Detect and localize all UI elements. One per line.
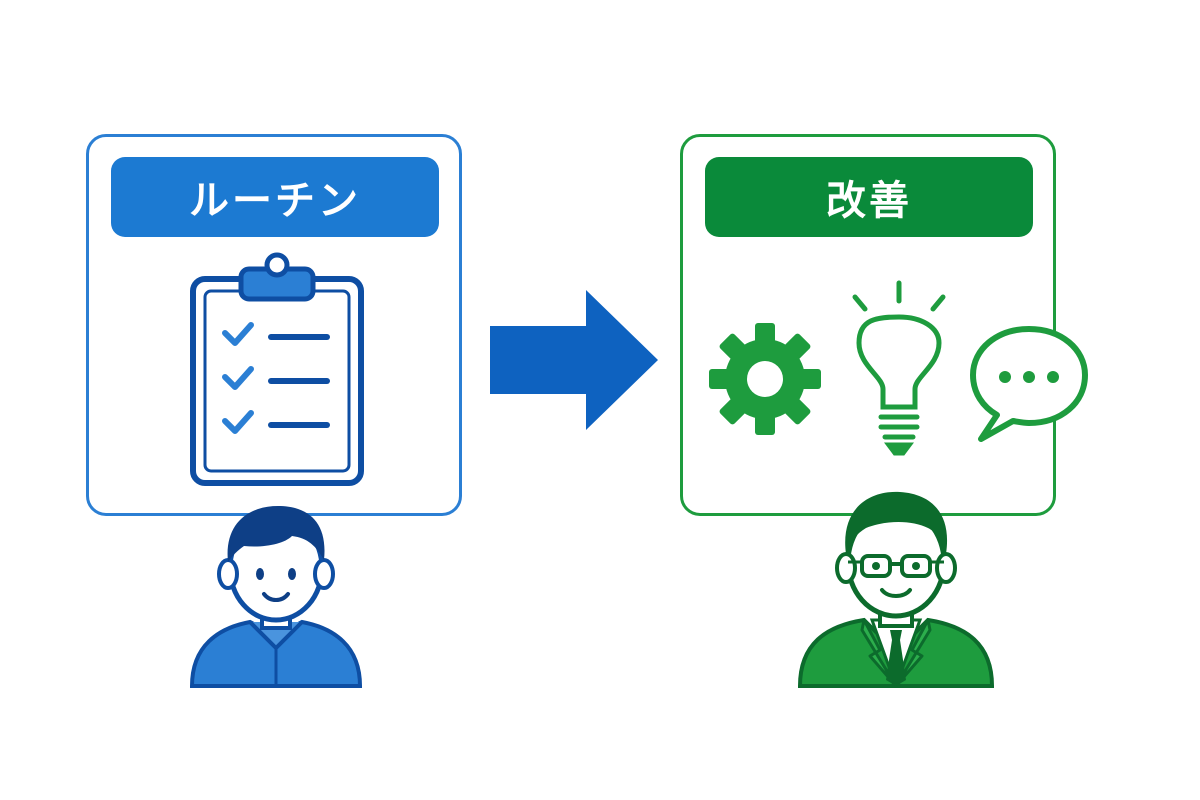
speech-bubble-icon [970, 326, 1088, 442]
gear-icon [709, 323, 821, 435]
improvement-panel: 改善 [680, 134, 1088, 516]
improvement-title: 改善 [705, 157, 1033, 237]
clipboard-checklist-icon [190, 252, 364, 486]
right-arrow-icon [490, 290, 658, 430]
businessman-glasses-icon [797, 491, 995, 688]
worker-casual-icon [189, 506, 363, 688]
routine-title: ルーチン [111, 157, 439, 237]
lightbulb-icon [852, 280, 946, 456]
routine-panel: ルーチン [86, 134, 462, 516]
